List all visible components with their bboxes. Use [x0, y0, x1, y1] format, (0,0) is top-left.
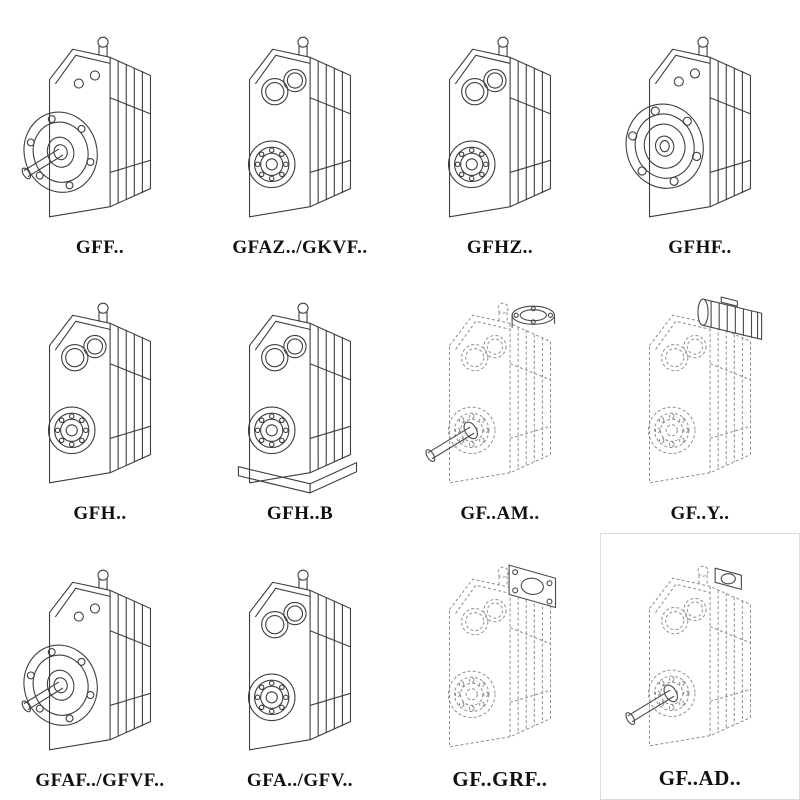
square-adapter-gearbox-icon — [414, 553, 586, 765]
gearbox-model-label: GFF.. — [75, 236, 125, 258]
flange-gearbox-icon — [614, 23, 786, 235]
gearbox-cell: GFHZ.. — [400, 0, 600, 267]
gearbox-cell: GFHF.. — [600, 0, 800, 267]
gearbox-model-label: GFHZ.. — [466, 236, 534, 258]
gearbox-drawing — [14, 23, 186, 235]
gearbox-drawing — [614, 552, 786, 764]
gearbox-cell: GFAZ../GKVF.. — [200, 0, 400, 267]
flange-shaft-gearbox-icon — [14, 23, 186, 235]
gearbox-cell: GFH.. — [0, 267, 200, 534]
twin-bore-gearbox-icon — [14, 289, 186, 501]
gearbox-cell: GF..Y.. — [600, 267, 800, 534]
twin-bore-gearbox-icon — [214, 556, 386, 768]
gearbox-cell: GFA../GFV.. — [200, 533, 400, 800]
gearbox-drawing — [14, 556, 186, 768]
gearbox-drawing — [414, 553, 586, 765]
gearbox-cell: GFF.. — [0, 0, 200, 267]
gearbox-model-label: GFH..B — [266, 503, 334, 525]
flange-shaft-gearbox-icon — [14, 556, 186, 768]
gearbox-model-label: GFAZ../GKVF.. — [232, 236, 368, 258]
twin-bore-gearbox-icon — [214, 23, 386, 235]
gearbox-cell: GF..AD.. — [600, 533, 800, 800]
gearbox-model-label: GF..AM.. — [460, 503, 540, 525]
gearbox-drawing — [14, 289, 186, 501]
gearbox-drawing — [614, 289, 786, 501]
gearbox-drawing — [414, 289, 586, 501]
gearbox-model-label: GFAF../GFVF.. — [35, 769, 165, 791]
twin-bore-gearbox-icon — [414, 23, 586, 235]
gearbox-cell: GF..AM.. — [400, 267, 600, 534]
gearbox-model-label: GFHF.. — [668, 236, 732, 258]
input-adapter-gearbox-icon — [614, 552, 786, 764]
gearbox-drawing — [614, 23, 786, 235]
gearbox-cell: GF..GRF.. — [400, 533, 600, 800]
gearbox-cell: GFAF../GFVF.. — [0, 533, 200, 800]
gearbox-drawing — [214, 289, 386, 501]
gearbox-cell: GFH..B — [200, 267, 400, 534]
base-mounted-gearbox-icon — [214, 289, 386, 501]
gearbox-model-label: GF..GRF.. — [452, 766, 548, 791]
gearbox-model-label: GFA../GFV.. — [246, 769, 354, 791]
gearbox-drawing — [214, 556, 386, 768]
motor-mounted-gearbox-icon — [614, 289, 786, 501]
gearbox-model-label: GF..AD.. — [658, 765, 742, 790]
gearbox-drawing — [414, 23, 586, 235]
adapter-flange-gearbox-icon — [414, 289, 586, 501]
gearbox-model-label: GF..Y.. — [670, 503, 730, 525]
gearbox-drawing — [214, 23, 386, 235]
gearbox-model-label: GFH.. — [73, 503, 127, 525]
